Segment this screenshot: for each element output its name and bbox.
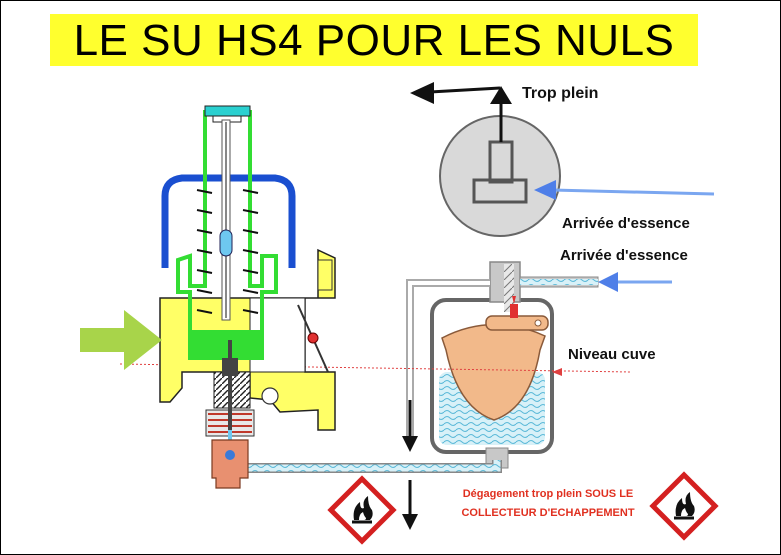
air-intake-arrow bbox=[80, 310, 162, 370]
overflow-pipe bbox=[406, 279, 490, 442]
drain-arrow-lower bbox=[402, 480, 418, 530]
bowl-level-label: Niveau cuve bbox=[568, 346, 656, 363]
float bbox=[441, 296, 549, 421]
jet-assembly bbox=[205, 340, 255, 489]
needle-valve-detail bbox=[439, 86, 561, 237]
piston-spring bbox=[196, 189, 259, 314]
page-title: LE SU HS4 POUR LES NULS bbox=[73, 16, 675, 65]
fuel-inlet-arrow-detail bbox=[534, 180, 715, 200]
flammable-hazard-icon bbox=[327, 475, 397, 545]
fuel-inlet-arrow-chamber bbox=[598, 272, 672, 292]
jet-feed-pipe bbox=[238, 460, 502, 473]
fuel-inlet-label-detail: Arrivée d'essence bbox=[562, 215, 690, 232]
flammable-hazard-icon bbox=[649, 471, 719, 541]
warning-text-line1: Dégagement trop plein SOUS LE bbox=[462, 488, 634, 500]
warning-text-line2: COLLECTEUR D'ECHAPPEMENT bbox=[461, 507, 635, 519]
overflow-label: Trop plein bbox=[522, 85, 599, 102]
fuel-inlet-label-chamber: Arrivée d'essence bbox=[560, 247, 688, 264]
title-banner: LE SU HS4 POUR LES NULS bbox=[50, 14, 698, 66]
fuel-level-arrowhead bbox=[552, 368, 562, 376]
overflow-arrow bbox=[410, 82, 501, 104]
drain-arrow-upper bbox=[402, 400, 418, 452]
